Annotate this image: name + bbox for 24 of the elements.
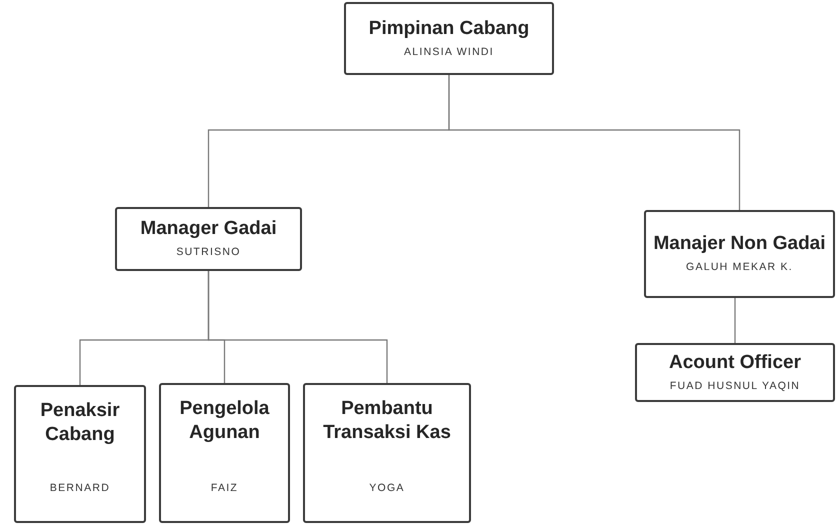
position-box: [635, 343, 835, 402]
position-box: [644, 210, 835, 298]
connector-line: [208, 271, 388, 383]
connector-line: [734, 298, 736, 343]
connector-line: [448, 75, 740, 210]
position-title: Acount Officer: [669, 350, 801, 374]
person-name: GALUH MEKAR K.: [686, 260, 793, 275]
person-name: BERNARD: [50, 481, 110, 496]
position-title: Pengelola Agunan: [178, 397, 270, 444]
position-box: [344, 2, 554, 75]
position-box: [303, 383, 471, 523]
position-title: Manager Gadai: [140, 217, 277, 241]
person-name: YOGA: [369, 481, 405, 496]
person-name: ALINSIA WINDI: [404, 44, 494, 60]
position-title: Penaksir Cabang: [39, 399, 121, 446]
position-box: [14, 385, 146, 523]
person-name: FAIZ: [210, 481, 238, 496]
position-title: Pembantu Transaksi Kas: [322, 397, 452, 444]
position-title: Manajer Non Gadai: [653, 232, 826, 256]
position-box: [115, 207, 302, 271]
person-name: FUAD HUSNUL YAQIN: [670, 378, 800, 394]
position-box: [159, 383, 290, 523]
person-name: SUTRISNO: [176, 245, 241, 260]
position-title: Pimpinan Cabang: [368, 16, 530, 40]
